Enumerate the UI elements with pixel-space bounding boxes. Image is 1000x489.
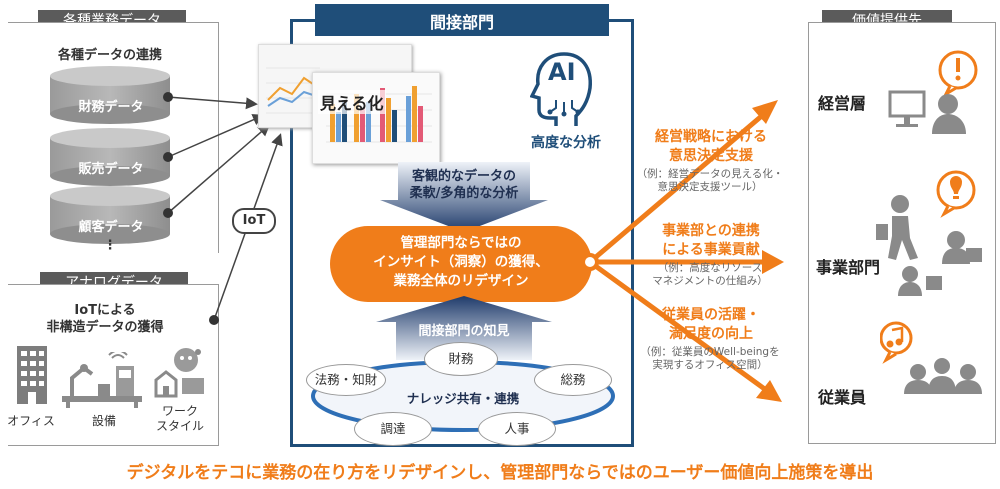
icon-label-equipment: 設備 [91, 414, 116, 428]
indirect-dept-title-bar [315, 4, 609, 36]
employees-icon [880, 321, 982, 394]
factory-equipment-icon [62, 352, 142, 408]
output-arrows [581, 100, 784, 402]
knowledge-node-legal: 法務・知財 [306, 364, 386, 396]
value-item-1-title: 経営戦略における 意思決定支援 [655, 129, 767, 164]
visualize-label: 見える化 [318, 90, 386, 114]
database-icon [50, 128, 170, 186]
knowledge-node-hr: 人事 [478, 412, 556, 446]
business-dept-icon [876, 170, 982, 296]
target-employees: 従業員 [818, 388, 867, 407]
insight-pill [330, 226, 592, 302]
office-building-icon [17, 346, 47, 404]
database-icon [50, 66, 170, 124]
cylinder-label-finance: 財務データ [78, 100, 144, 115]
ai-head-icon [530, 52, 592, 126]
insight-label: 管理部門ならではの インサイト（洞察）の獲得、 業務全体のリデザイン [373, 235, 549, 289]
value-item-2-sub: （例：高度なリソース マネジメントの仕組み） [652, 262, 768, 287]
target-management: 経営層 [818, 94, 867, 113]
database-cylinders [50, 66, 170, 244]
line-chart-thumbnail [266, 67, 320, 114]
value-item-3-title: 従業員の活躍・ 満足度の向上 [662, 307, 760, 342]
cylinder-label-sales: 販売データ [78, 162, 144, 177]
connector-arrows [163, 92, 283, 325]
icon-label-office: オフィス [7, 414, 55, 428]
cylinder-label-customer: 顧客データ [78, 220, 144, 235]
value-item-2-title: 事業部との連携 による事業貢献 [662, 223, 760, 258]
down-arrow-analysis [380, 162, 548, 232]
knowledge-node-procurement: 調達 [354, 412, 432, 446]
data-link-title: 各種データの連携 [57, 48, 162, 63]
workstyle-icon [154, 348, 204, 398]
icon-label-workstyle: ワーク スタイル [155, 404, 204, 433]
management-icon [888, 50, 978, 134]
target-business-dept: 事業部門 [816, 258, 881, 277]
iot-heading: IoTによる 非構造データの獲得 [46, 303, 164, 335]
database-icon [50, 186, 170, 244]
footer-message: デジタルをテコに業務の在り方をリデザインし、管理部門ならではのユーザー価値向上施… [126, 463, 874, 483]
value-item-3-sub: （例：従業員のWell-beingを 実現するオフィス空間） [640, 346, 780, 371]
value-item-1-sub: （例：経営データの見える化・ 意思決定支援ツール） [636, 168, 784, 193]
iot-badge: IoT [232, 208, 276, 234]
advanced-analysis-label: 高度な分析 [531, 135, 601, 151]
knowledge-center-label: ナレッジ共有・連携 [406, 391, 520, 406]
ai-label: AI [548, 58, 576, 86]
up-arrow-knowledge [376, 296, 552, 360]
knowledge-title: 間接部門の知見 [418, 324, 510, 339]
indirect-dept-title: 間接部門 [429, 13, 494, 32]
objective-analysis-label: 客観的なデータの 柔軟/多角的な分析 [409, 169, 519, 201]
ellipsis: ⋮ [103, 238, 117, 253]
knowledge-node-finance: 財務 [424, 342, 498, 376]
knowledge-node-general: 総務 [534, 364, 612, 396]
